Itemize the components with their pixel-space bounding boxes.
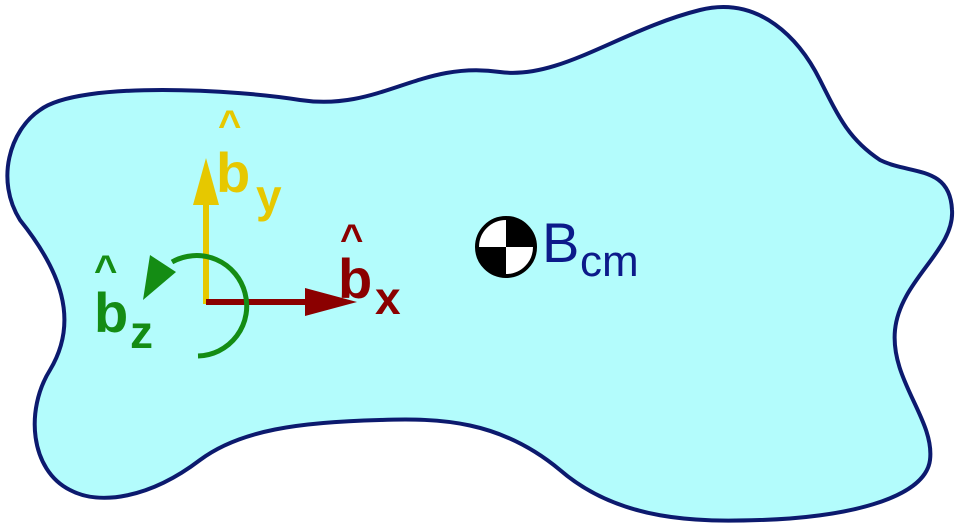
svg-text:^: ^ (218, 103, 241, 147)
label-bz: ^ b z (94, 248, 153, 358)
svg-text:cm: cm (580, 237, 639, 286)
svg-text:b: b (94, 281, 128, 344)
svg-text:z: z (130, 306, 153, 358)
rigid-body-shape (5, 5, 955, 523)
label-bcm: B cm (542, 211, 639, 286)
svg-text:b: b (338, 247, 372, 310)
svg-text:^: ^ (94, 248, 117, 292)
svg-text:x: x (375, 272, 401, 324)
svg-text:B: B (542, 211, 579, 274)
svg-text:^: ^ (340, 217, 363, 261)
label-by: ^ b y (216, 103, 282, 222)
svg-text:b: b (216, 141, 250, 204)
svg-text:y: y (256, 170, 282, 222)
label-bx: ^ b x (338, 217, 401, 324)
curved-arrow-icon (143, 253, 250, 359)
y-axis-arrow (193, 158, 219, 304)
center-of-mass-symbol (475, 216, 537, 278)
x-axis-arrow (206, 288, 357, 316)
